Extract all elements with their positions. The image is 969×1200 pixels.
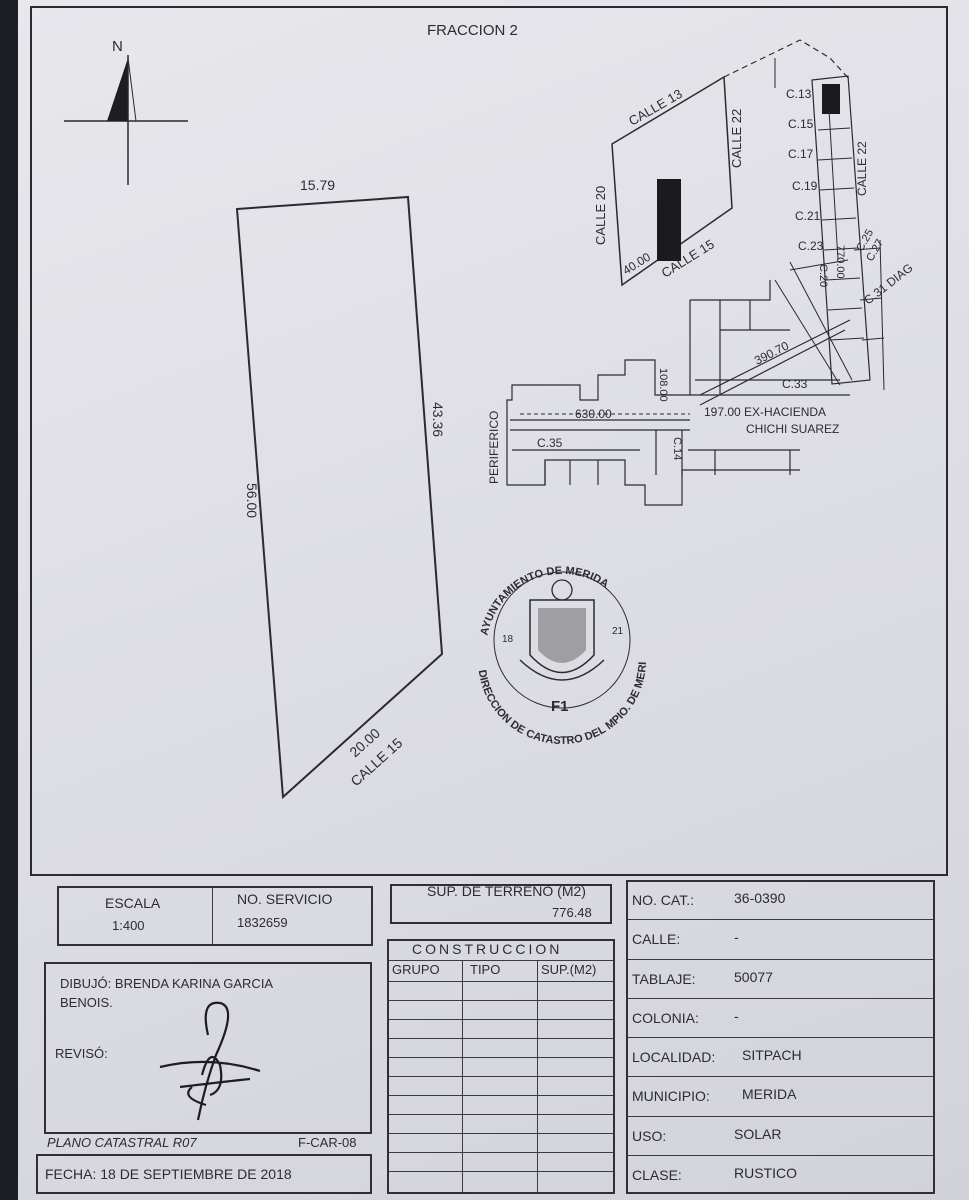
construccion-row-line — [389, 1076, 613, 1077]
info-value: RUSTICO — [734, 1165, 797, 1181]
info-value: SITPACH — [742, 1047, 802, 1063]
col-grupo: GRUPO — [392, 962, 440, 977]
info-row-divider — [628, 919, 933, 920]
col-tipo: TIPO — [470, 962, 501, 977]
dim-top: 15.79 — [300, 177, 335, 193]
map-c35: C.35 — [537, 436, 563, 450]
info-value: 50077 — [734, 969, 773, 985]
map-c14: C.14 — [671, 437, 683, 460]
info-label: MUNICIPIO: — [632, 1088, 710, 1104]
map-dim-40: 40.00 — [620, 250, 653, 278]
construccion-row-line — [389, 1038, 613, 1039]
dibujo-text: DIBUJÓ: BRENDA KARINA GARCIA — [60, 976, 274, 991]
col-sup: SUP.(M2) — [541, 962, 597, 977]
map-c21: C.21 — [795, 209, 821, 223]
info-label: NO. CAT.: — [632, 892, 694, 908]
info-value: MERIDA — [742, 1086, 797, 1102]
info-value: 36-0390 — [734, 890, 786, 906]
north-label: N — [112, 38, 123, 55]
superficie-label: SUP. DE TERRENO (M2) — [427, 883, 586, 899]
map-c20: C.20 — [817, 264, 829, 287]
construccion-row-line — [389, 1095, 613, 1096]
fecha-box — [36, 1154, 372, 1194]
superficie-box — [390, 884, 612, 924]
signature-image — [159, 1001, 261, 1121]
construccion-row-line — [389, 1133, 613, 1134]
info-table — [626, 880, 935, 1194]
info-row-divider — [628, 1037, 933, 1038]
map-calle-22: CALLE 22 — [729, 109, 744, 168]
location-marker-a — [657, 179, 681, 261]
map-c17: C.17 — [788, 147, 814, 161]
map-197: 197.00 EX-HACIENDA — [704, 405, 826, 419]
servicio-label: NO. SERVICIO — [237, 891, 333, 907]
map-chichi: CHICHI SUAREZ — [746, 422, 839, 436]
escala-value: 1:400 — [112, 918, 145, 933]
plano-label: PLANO CATASTRAL R07 — [47, 1135, 197, 1150]
construccion-row-line — [389, 1000, 613, 1001]
seal-code: F1 — [551, 698, 569, 715]
map-c33: C.33 — [782, 377, 808, 391]
dibujo-box — [44, 962, 372, 1134]
info-label: TABLAJE: — [632, 971, 696, 987]
info-label: USO: — [632, 1128, 667, 1144]
location-map: CALLE 13 CALLE 22 CALLE 20 40.00 CALLE 1… — [487, 39, 916, 506]
seal-year-right: 21 — [612, 626, 624, 637]
construccion-row-line — [389, 1114, 613, 1115]
construccion-table — [387, 939, 615, 1194]
map-770: 770.00 — [834, 245, 846, 279]
map-calle-22b: CALLE 22 — [855, 141, 869, 196]
plan-title: FRACCION 2 — [427, 22, 518, 39]
info-row-divider — [628, 1116, 933, 1117]
dim-right: 43.36 — [430, 402, 446, 437]
reviso-label: REVISÓ: — [55, 1046, 108, 1061]
map-c31-diag: C.31 DIAG — [861, 261, 915, 308]
construccion-row-line — [389, 1152, 613, 1153]
construccion-row-line — [389, 1019, 613, 1020]
lot-polygon — [235, 195, 444, 800]
location-marker-b — [822, 84, 840, 114]
info-label: CALLE: — [632, 931, 681, 947]
servicio-value: 1832659 — [237, 915, 288, 930]
north-arrow-icon: N — [64, 38, 188, 185]
municipal-seal: AYUNTAMIENTO DE MERIDA DIRECCION DE CATA… — [0, 0, 649, 747]
dibujo-text-2: BENOIS. — [60, 995, 113, 1010]
dim-left: 56.00 — [244, 483, 260, 518]
info-value: - — [734, 1008, 739, 1024]
map-calle-20: CALLE 20 — [593, 186, 608, 245]
map-390: 390.70 — [752, 338, 791, 367]
plan-drawing: N 15.79 43.36 56.00 20.00 CALLE 15 CALLE… — [0, 0, 916, 800]
construccion-row-line — [389, 981, 613, 982]
map-c15: C.15 — [788, 117, 814, 131]
map-c13: C.13 — [786, 87, 812, 101]
info-label: CLASE: — [632, 1167, 682, 1183]
map-periferico: PERIFERICO — [487, 411, 501, 484]
info-row-divider — [628, 998, 933, 999]
map-630: 630.00 — [575, 407, 612, 421]
info-row-divider — [628, 1076, 933, 1077]
fecha-label: FECHA: 18 DE SEPTIEMBRE DE 2018 — [45, 1166, 292, 1182]
construccion-row-line — [389, 1057, 613, 1058]
map-calle-13: CALLE 13 — [626, 86, 685, 129]
info-row-divider — [628, 959, 933, 960]
info-value: - — [734, 929, 739, 945]
info-value: SOLAR — [734, 1126, 782, 1142]
map-108: 108.00 — [657, 368, 669, 402]
map-c19: C.19 — [792, 179, 818, 193]
construccion-title: CONSTRUCCION — [412, 941, 563, 957]
construccion-row-line — [389, 1171, 613, 1172]
superficie-value: 776.48 — [552, 905, 592, 920]
map-c23: C.23 — [798, 239, 824, 253]
plan-frame — [30, 6, 948, 876]
fcar-label: F-CAR-08 — [298, 1135, 357, 1150]
escala-box — [57, 886, 373, 946]
info-label: LOCALIDAD: — [632, 1049, 716, 1065]
seal-year-left: 18 — [502, 634, 514, 645]
escala-label: ESCALA — [105, 895, 161, 911]
info-label: COLONIA: — [632, 1010, 699, 1026]
info-row-divider — [628, 1155, 933, 1156]
